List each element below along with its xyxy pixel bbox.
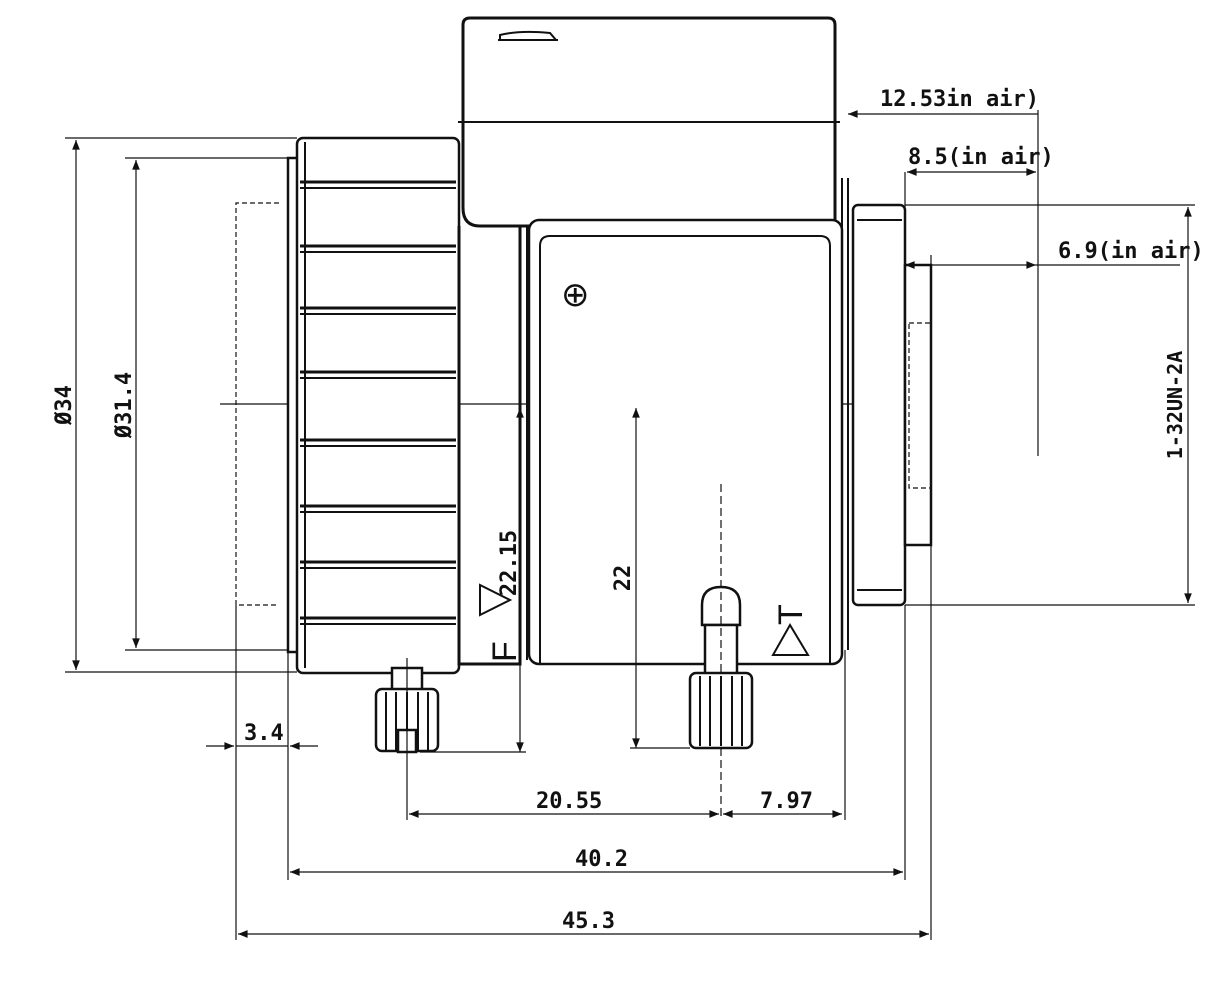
- svg-text:F: F: [486, 641, 524, 662]
- svg-text:Ø31.4: Ø31.4: [112, 372, 137, 439]
- top-housing: [458, 16, 840, 228]
- svg-text:22.15: 22.15: [497, 530, 522, 596]
- dim-3-4: 3.4: [206, 605, 318, 940]
- focus-ring: [286, 136, 461, 675]
- dim-dia-34: Ø34: [52, 137, 297, 673]
- dim-7-97: 7.97: [722, 650, 846, 820]
- svg-text:8.5(in air): 8.5(in air): [908, 145, 1054, 170]
- svg-text:3.4: 3.4: [244, 721, 284, 746]
- dim-45-3: 45.3: [238, 545, 932, 940]
- zoom-mark: T: [771, 604, 810, 656]
- dim-6-9: 6.9(in air): [904, 239, 1204, 269]
- dim-thread: 1-32UN-2A: [905, 204, 1195, 606]
- zoom-lock-screw: [688, 484, 754, 820]
- svg-text:6.9(in air): 6.9(in air): [1058, 239, 1204, 264]
- dim-dia-31-4: Ø31.4: [112, 157, 288, 651]
- dim-20-55: 20.55: [409, 789, 720, 818]
- plus-mark: ⊕: [561, 276, 590, 314]
- dim-22-15: 22.15: [420, 408, 526, 753]
- svg-text:T: T: [772, 604, 810, 625]
- svg-text:45.3: 45.3: [562, 909, 615, 934]
- lens-barrel: [457, 178, 849, 666]
- svg-text:40.2: 40.2: [575, 847, 628, 872]
- svg-text:22: 22: [611, 565, 636, 592]
- svg-text:1-32UN-2A: 1-32UN-2A: [1163, 351, 1187, 459]
- focus-lock-screw: [374, 658, 440, 820]
- svg-text:7.97: 7.97: [760, 789, 813, 814]
- dim-8-5: 8.5(in air): [904, 145, 1054, 210]
- dim-40-2: 40.2: [290, 605, 906, 880]
- svg-text:Ø34: Ø34: [52, 385, 77, 426]
- dim-22: 22: [611, 408, 690, 749]
- svg-text:20.55: 20.55: [536, 789, 602, 814]
- focus-mark: F: [479, 583, 524, 662]
- rear-lens-dashed-outline: [235, 202, 279, 606]
- svg-text:12.53in air): 12.53in air): [880, 87, 1039, 112]
- mount-flange: [851, 203, 933, 607]
- dim-12-53: 12.53in air): [847, 87, 1039, 456]
